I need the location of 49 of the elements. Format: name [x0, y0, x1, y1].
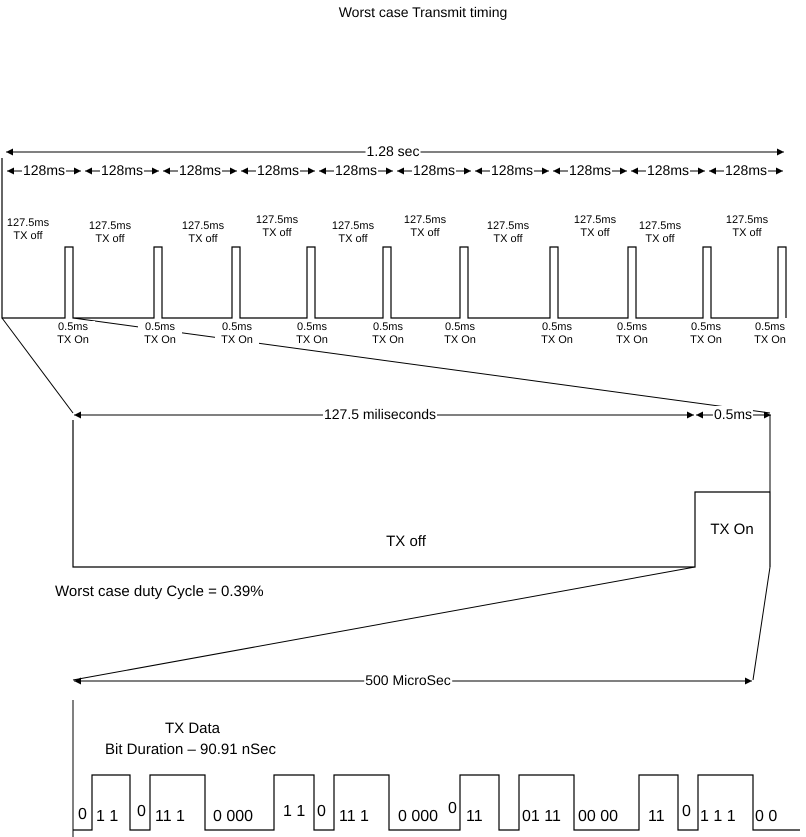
dimension-label: 128ms [490, 162, 534, 178]
timing-label: 127.5ms TX off [181, 220, 225, 246]
bit-value: 11 [466, 808, 483, 826]
state-label: TX off [386, 533, 426, 550]
bit-value: 1 1 [283, 803, 306, 822]
dimension-label: 128ms [100, 162, 144, 178]
dimension-label: 128ms [412, 162, 456, 178]
dimension-label: 128ms [568, 162, 612, 178]
dimension-label: 128ms [256, 162, 300, 178]
bit-value: 11 1 [339, 808, 369, 826]
timing-label: 0.5ms TX On [138, 321, 182, 346]
bit-value: 0 [78, 806, 87, 824]
state-label: TX On [710, 521, 754, 538]
dimension-label: 128ms [724, 162, 768, 178]
dimension-label: 1.28 sec [366, 143, 420, 160]
title: Worst case Transmit timing [338, 4, 508, 20]
dimension-label: 128ms [178, 162, 222, 178]
bit-value: 1 1 1 [700, 808, 736, 826]
bit-value: 0 [448, 800, 457, 818]
dimension-label: 500 MicroSec [364, 672, 452, 688]
bit-value: 0 [682, 803, 691, 822]
timing-label: 0.5ms TX On [215, 321, 259, 346]
bit-value: 11 1 [155, 808, 185, 826]
timing-label: 127.5ms TX off [725, 214, 769, 240]
timing-label: 127.5ms TX off [638, 220, 682, 246]
bit-value: 0 000 [398, 808, 438, 826]
timing-label: 127.5ms TX off [88, 220, 132, 246]
bit-value: 01 11 [522, 808, 561, 826]
bit-value: 1 1 [96, 808, 118, 826]
note: Bit Duration – 90.91 nSec [105, 741, 276, 758]
dimension-label: 128ms [646, 162, 690, 178]
bit-value: 11 [648, 808, 665, 826]
timing-label: 127.5ms TX off [486, 220, 530, 246]
note: Worst case duty Cycle = 0.39% [55, 583, 264, 600]
timing-label: 127.5ms TX off [6, 217, 50, 242]
timing-label: 127.5ms TX off [573, 214, 617, 240]
note: TX Data [165, 720, 220, 738]
timing-label: 127.5ms TX off [255, 214, 299, 240]
bit-value: 0 0 [755, 808, 778, 826]
bit-value: 00 00 [578, 808, 618, 826]
dimension-label: 128ms [334, 162, 378, 178]
bit-value: 0 [137, 803, 146, 822]
bit-value: 0 [317, 803, 326, 822]
dimension-label: 127.5 miliseconds [322, 406, 438, 422]
dimension-label: 0.5ms [712, 406, 754, 422]
timing-label: 127.5ms TX off [331, 220, 375, 246]
dimension-label: 128ms [22, 162, 66, 178]
timing-label: 127.5ms TX off [403, 214, 447, 240]
bit-value: 0 000 [213, 808, 254, 826]
